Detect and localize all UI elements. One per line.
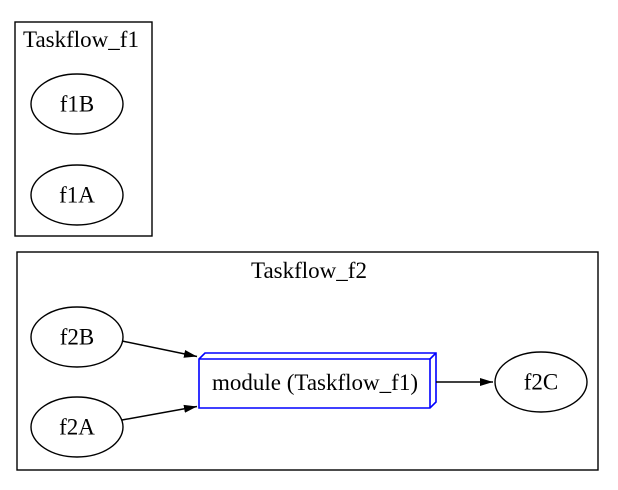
node-module-taskflow-f1: module (Taskflow_f1) (198, 352, 437, 409)
cluster-taskflow-f2-title: Taskflow_f2 (251, 258, 367, 283)
node-f2C: f2C (494, 351, 588, 413)
node-module-depth-edge (429, 352, 437, 360)
node-f1A-label: f1A (59, 183, 95, 208)
node-module-label: module (Taskflow_f1) (212, 370, 418, 395)
node-f2A-shape (30, 396, 124, 458)
node-f2B-shape (30, 306, 124, 368)
node-f2A: f2A (30, 396, 124, 458)
node-f1B: f1B (30, 73, 124, 135)
node-f2B: f2B (30, 306, 124, 368)
node-f2A-label: f2A (59, 415, 95, 440)
edge-f2B-to-module (121, 340, 198, 358)
node-f1B-label: f1B (60, 92, 95, 117)
edge-f2A-to-module (121, 404, 198, 421)
node-f1A-shape (30, 164, 124, 226)
node-f1A: f1A (30, 164, 124, 226)
cluster-taskflow-f2-border (16, 251, 599, 471)
cluster-taskflow-f1-border (14, 21, 153, 237)
node-f2B-label: f2B (60, 325, 95, 350)
cluster-taskflow-f1-title: Taskflow_f1 (23, 27, 139, 52)
node-f2C-shape (494, 351, 588, 413)
cluster-taskflow-f2: Taskflow_f2 f2B f2A module (Taskflow_f1) (16, 251, 599, 471)
cluster-taskflow-f1: Taskflow_f1 f1B f1A (14, 21, 153, 237)
node-f2C-label: f2C (524, 370, 559, 395)
node-f1B-shape (30, 73, 124, 135)
